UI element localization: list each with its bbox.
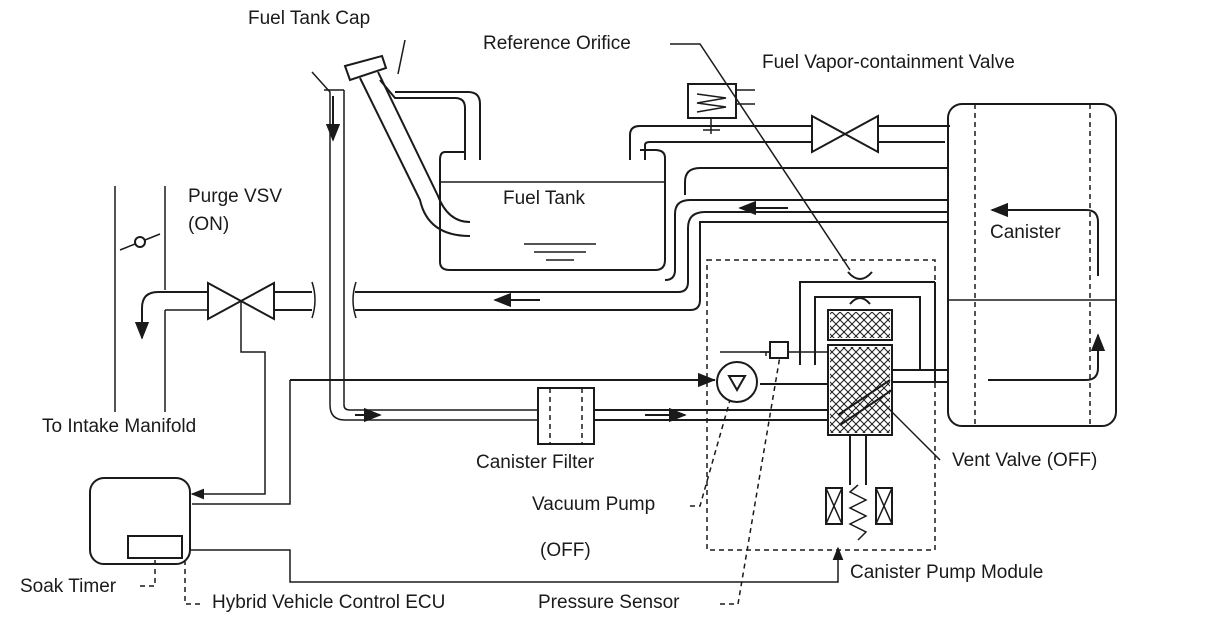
to-intake-manifold-label: To Intake Manifold [42, 416, 197, 437]
fuel-tank-cap [343, 39, 471, 237]
fuel-tank-label: Fuel Tank [503, 188, 586, 209]
canister-pump-module-label: Canister Pump Module [850, 562, 1044, 583]
leader-lines [140, 43, 941, 605]
fuel-vapor-valve-label: Fuel Vapor-containment Valve [762, 52, 1015, 73]
purge-line [275, 167, 948, 319]
canister-label: Canister [990, 222, 1061, 243]
hybrid-vehicle-control-ecu [89, 477, 844, 583]
soak-timer-label: Soak Timer [20, 576, 117, 597]
fresh-air-line [311, 71, 545, 423]
canister-pump-module [192, 259, 948, 551]
reference-orifice-label: Reference Orifice [483, 33, 631, 54]
canister-filter [537, 387, 830, 445]
canister [947, 103, 1117, 427]
vacuum-pump-label: Vacuum Pump [532, 494, 656, 515]
fill-vent-hose [379, 79, 466, 160]
fuel-tank-cap-label: Fuel Tank Cap [248, 8, 371, 29]
vent-valve-label: Vent Valve (OFF) [952, 450, 1098, 471]
purge-vsv [190, 281, 275, 500]
canister-filter-label: Canister Filter [476, 452, 595, 473]
intake-manifold [114, 186, 208, 412]
hybrid-ecu-label: Hybrid Vehicle Control ECU [212, 592, 446, 613]
fuel-tank [439, 149, 666, 271]
pressure-sensor-label: Pressure Sensor [538, 592, 680, 613]
purge-vsv-state-label: (ON) [188, 214, 230, 235]
vacuum-pump-state-label: (OFF) [540, 540, 591, 561]
purge-vsv-label: Purge VSV [188, 186, 282, 207]
fuel-vapor-containment-valve [629, 83, 950, 160]
